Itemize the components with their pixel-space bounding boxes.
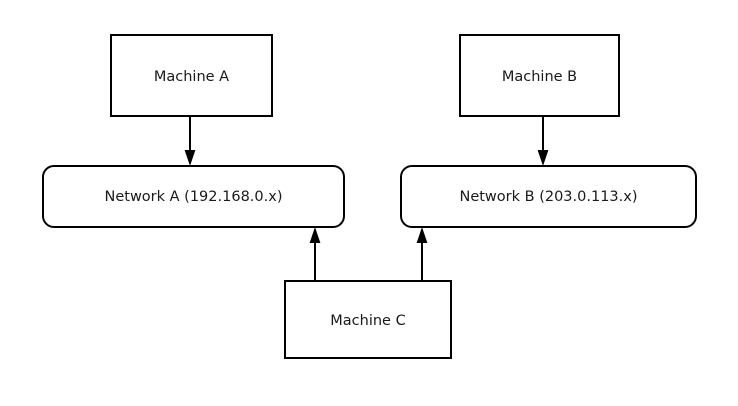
network-b-label: Network B (203.0.113.x) bbox=[459, 189, 637, 205]
machine-a-label: Machine A bbox=[154, 69, 229, 85]
arrowhead-down-icon bbox=[184, 150, 196, 166]
edge-machine-c-to-network-a bbox=[309, 227, 321, 281]
node-machine-b[interactable]: Machine B bbox=[459, 34, 620, 117]
machine-c-label: Machine C bbox=[330, 313, 405, 329]
machine-b-label: Machine B bbox=[502, 69, 577, 85]
network-b-box[interactable] bbox=[400, 165, 697, 228]
node-machine-a[interactable]: Machine A bbox=[110, 34, 273, 117]
edge-machine-b-to-network-b bbox=[537, 117, 549, 166]
arrowhead-down-icon bbox=[537, 150, 549, 166]
node-network-b[interactable]: Network B (203.0.113.x) bbox=[400, 165, 697, 228]
node-machine-c[interactable]: Machine C bbox=[284, 280, 452, 359]
machine-c-box[interactable] bbox=[284, 280, 452, 359]
machine-a-box[interactable] bbox=[110, 34, 273, 117]
network-a-box[interactable] bbox=[42, 165, 345, 228]
arrowhead-up-icon bbox=[416, 227, 428, 243]
arrowhead-up-icon bbox=[309, 227, 321, 243]
edge-machine-c-to-network-b bbox=[416, 227, 428, 281]
network-a-label: Network A (192.168.0.x) bbox=[105, 189, 283, 205]
edge-machine-a-to-network-a bbox=[184, 117, 196, 166]
machine-b-box[interactable] bbox=[459, 34, 620, 117]
node-network-a[interactable]: Network A (192.168.0.x) bbox=[42, 165, 345, 228]
